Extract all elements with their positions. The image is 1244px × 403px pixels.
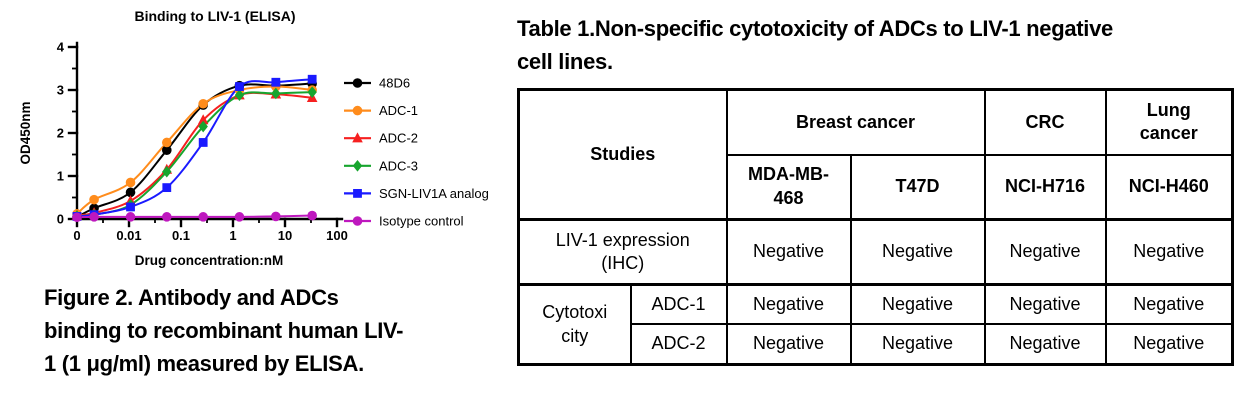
- svg-text:Drug concentration:nM: Drug concentration:nM: [135, 253, 284, 268]
- svg-text:1: 1: [57, 169, 64, 184]
- header-breast-cancer: Breast cancer: [725, 88, 986, 156]
- header-crc: CRC: [983, 88, 1107, 156]
- header-nci-h460: NCI-H460: [1104, 153, 1234, 221]
- svg-text:ADC-1: ADC-1: [379, 103, 418, 118]
- svg-text:3: 3: [57, 83, 64, 98]
- table-cell: Negative: [849, 322, 986, 366]
- table-cell: Negative: [983, 218, 1107, 286]
- header-lung-cancer: Lung cancer: [1104, 88, 1234, 156]
- table-cell: Negative: [1104, 322, 1234, 366]
- svg-text:ADC-3: ADC-3: [379, 158, 418, 173]
- row-label-adc1: ADC-1: [629, 283, 728, 325]
- table-cell: Negative: [1104, 218, 1234, 286]
- header-t47d: T47D: [849, 153, 986, 221]
- table-cell: Negative: [1104, 283, 1234, 325]
- table-cell: Negative: [983, 283, 1107, 325]
- header-mda-mb-468: MDA-MB- 468: [725, 153, 852, 221]
- svg-text:1: 1: [229, 228, 236, 243]
- chart-title: Binding to LIV-1 (ELISA): [134, 8, 296, 24]
- cytotoxicity-table: Studies Breast cancer CRC Lung cancer MD…: [517, 88, 1235, 366]
- table-cell: Negative: [849, 283, 986, 325]
- svg-text:100: 100: [326, 228, 348, 243]
- header-nci-h716: NCI-H716: [983, 153, 1107, 221]
- header-studies: Studies: [517, 88, 728, 221]
- row-group-cytotoxicity: Cytotoxi city: [517, 283, 632, 366]
- svg-text:0.1: 0.1: [172, 228, 190, 243]
- row-label-liv1-expression: LIV-1 expression (IHC): [517, 218, 728, 286]
- figure-caption: Figure 2. Antibody and ADCs binding to r…: [44, 285, 404, 376]
- table-cell: Negative: [983, 322, 1107, 366]
- svg-text:10: 10: [278, 228, 292, 243]
- svg-text:OD450nm: OD450nm: [18, 101, 33, 164]
- svg-text:SGN-LIV1A analog: SGN-LIV1A analog: [379, 186, 489, 201]
- svg-text:48D6: 48D6: [379, 76, 410, 91]
- svg-text:0: 0: [73, 228, 80, 243]
- svg-text:0: 0: [57, 212, 64, 227]
- table1-panel: Table 1.Non-specific cytotoxicity of ADC…: [517, 12, 1244, 366]
- table-cell: Negative: [725, 218, 852, 286]
- svg-text:0.01: 0.01: [116, 228, 141, 243]
- table-title: Table 1.Non-specific cytotoxicity of ADC…: [517, 16, 1113, 74]
- table-cell: Negative: [849, 218, 986, 286]
- table-cell: Negative: [725, 322, 852, 366]
- svg-text:4: 4: [57, 40, 65, 55]
- table-cell: Negative: [725, 283, 852, 325]
- svg-text:ADC-2: ADC-2: [379, 131, 418, 146]
- svg-text:Isotype control: Isotype control: [379, 214, 464, 229]
- row-label-adc2: ADC-2: [629, 322, 728, 366]
- svg-text:2: 2: [57, 126, 64, 141]
